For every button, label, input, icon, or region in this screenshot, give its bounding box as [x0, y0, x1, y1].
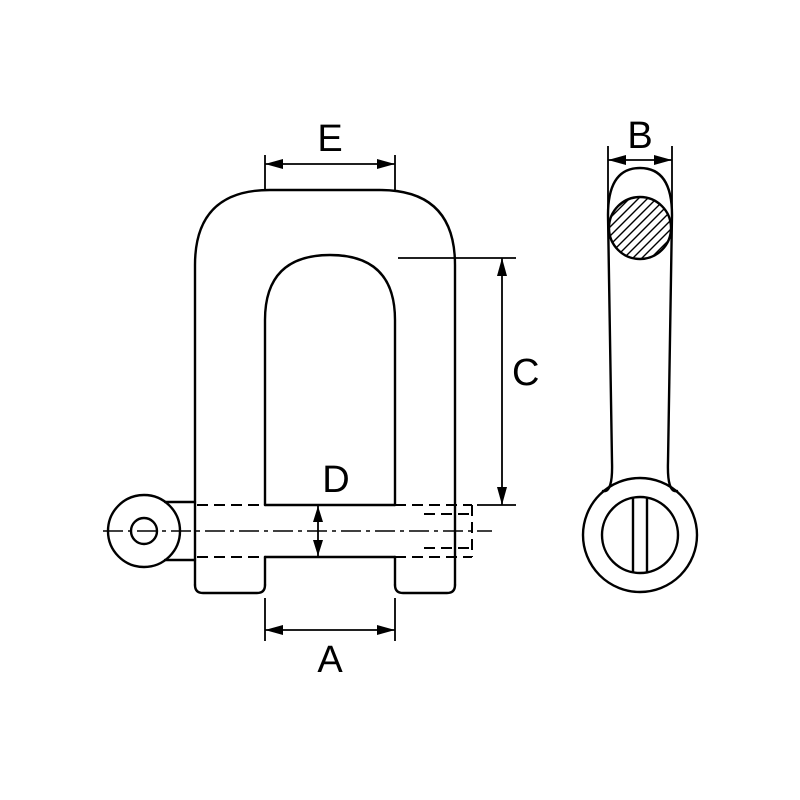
dimension-e-extension-lines: [264, 155, 396, 190]
dimension-e-arrow-right: [377, 159, 395, 169]
dimension-label-e: E: [317, 118, 342, 160]
shackle-leg-bottom-caps: [193, 583, 457, 595]
dimension-a-extension-lines: [264, 598, 396, 641]
dimension-b-extension-lines: [607, 146, 673, 210]
dimension-a: A: [264, 598, 396, 681]
dimension-e: E: [264, 118, 396, 190]
side-view: B: [581, 115, 699, 594]
pin-hidden-edges: [197, 504, 473, 558]
pin-thread-lines: [424, 513, 472, 549]
side-eye-inner-circle: [600, 495, 680, 575]
dimension-c-arrow-bottom: [497, 487, 507, 505]
dimension-c: C: [398, 257, 539, 506]
side-profile-outline: [601, 166, 679, 493]
pin-visible-edges: [263, 503, 397, 559]
pin-collar: [163, 500, 197, 562]
dimension-label-d: D: [322, 459, 349, 501]
dimension-d-arrow-bottom: [313, 540, 323, 556]
dimension-b-arrow-left: [608, 155, 626, 165]
dimension-label-a: A: [317, 639, 343, 681]
dimension-c-arrow-top: [497, 258, 507, 276]
dimension-a-arrow-left: [265, 625, 283, 635]
dimension-e-arrow-left: [265, 159, 283, 169]
front-view: E C D A: [103, 118, 539, 681]
dimension-a-arrow-right: [377, 625, 395, 635]
shackle-body-inner-outline: [263, 253, 397, 587]
dimension-b: B: [607, 115, 673, 210]
dimension-d: D: [313, 459, 350, 556]
shackle-body-outer-outline: [193, 188, 457, 587]
dimension-c-extension-lines: [398, 257, 516, 506]
dimension-b-arrow-right: [654, 155, 672, 165]
side-eye-outer-circle: [581, 476, 699, 594]
dimension-label-b: B: [627, 115, 652, 157]
dimension-d-arrow-top: [313, 506, 323, 522]
hatch-lines: [609, 197, 671, 259]
material-section-hatching: [609, 197, 671, 259]
side-eye-slot-lines: [631, 496, 649, 574]
dimension-label-c: C: [512, 352, 539, 394]
